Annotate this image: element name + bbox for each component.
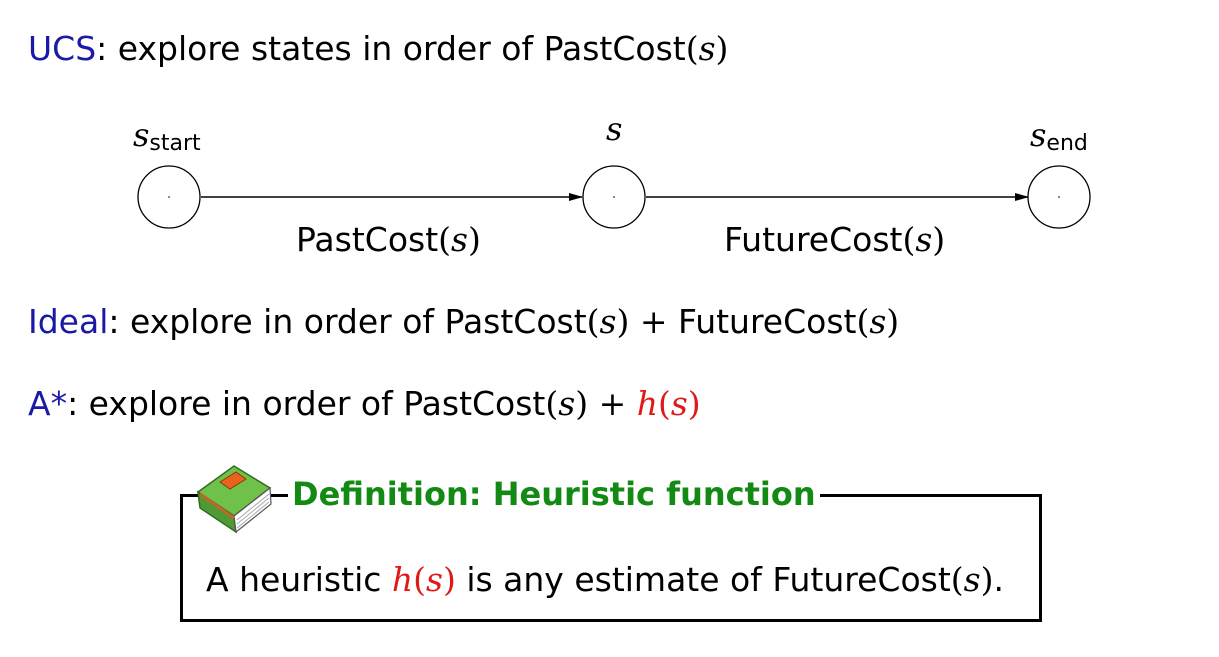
definition-box xyxy=(180,494,1042,622)
definition-title: Definition: Heuristic function xyxy=(288,478,820,510)
astar-keyword: A* xyxy=(28,384,68,423)
node-start-label: sstart xyxy=(133,116,201,156)
path-diagram xyxy=(137,165,1091,229)
ideal-line: Ideal: explore in order of PastCost(s) +… xyxy=(28,302,900,341)
book-icon xyxy=(196,465,272,534)
definition-body: A heuristic h(s) is any estimate of Futu… xyxy=(206,560,1004,599)
node-end-label: send xyxy=(1030,116,1088,156)
edge-label-futurecost: FutureCost(s) xyxy=(724,220,946,259)
ideal-keyword: Ideal xyxy=(28,302,109,341)
edge-label-pastcost: PastCost(s) xyxy=(296,220,481,259)
astar-line: A*: explore in order of PastCost(s) + h(… xyxy=(28,384,701,423)
node-s-label: s xyxy=(606,110,623,148)
ucs-line: UCS: explore states in order of PastCost… xyxy=(28,29,729,68)
ucs-keyword: UCS xyxy=(28,29,97,68)
